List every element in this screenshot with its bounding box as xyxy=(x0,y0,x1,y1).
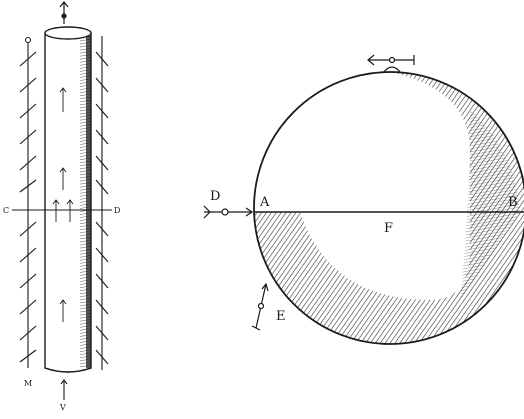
right-figure-sphere: D A F B E xyxy=(203,54,524,345)
label-a: A xyxy=(259,195,270,210)
label-m: M xyxy=(24,379,32,388)
cylinder-inner-arrows xyxy=(52,87,74,322)
label-b: B xyxy=(508,195,518,210)
sphere-shading xyxy=(254,72,524,344)
label-d-left: D xyxy=(114,206,120,215)
label-f: F xyxy=(384,221,393,236)
left-figure-cylinder: C D M V xyxy=(3,1,120,412)
right-rod xyxy=(95,36,109,370)
sphere-outline xyxy=(253,71,524,345)
needle-e-icon xyxy=(251,282,269,331)
label-e: E xyxy=(276,309,286,324)
cylinder xyxy=(44,26,92,373)
label-v: V xyxy=(59,403,66,412)
needle-top-icon xyxy=(367,54,415,73)
left-rod xyxy=(19,36,37,368)
label-c: C xyxy=(3,206,9,215)
bottom-arrow-icon xyxy=(60,379,68,400)
top-arrow-icon xyxy=(59,1,69,24)
needle-d-icon xyxy=(203,205,254,219)
label-d-right: D xyxy=(210,189,220,204)
